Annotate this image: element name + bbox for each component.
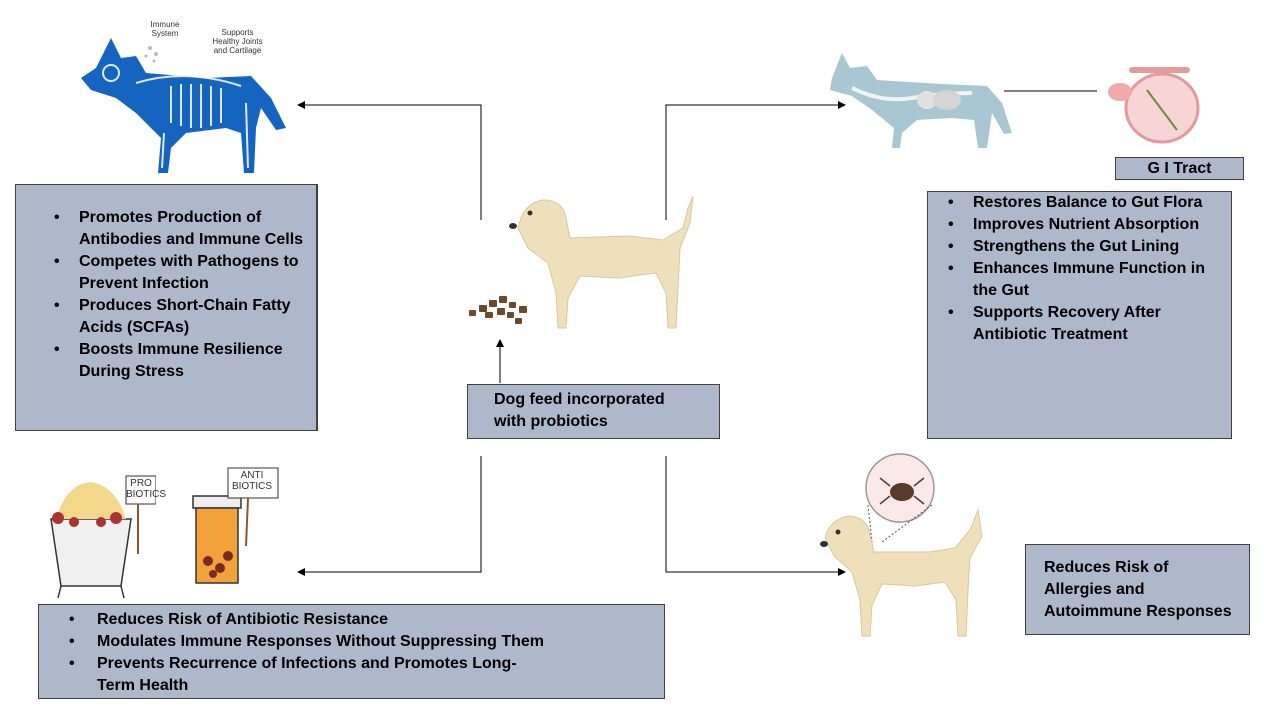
gi-tract-label: G I Tract [1115,157,1244,180]
center-text-line-2: with probiotics [494,413,608,430]
sign-probiotics: PRO BIOTICS [126,478,167,500]
skeleton-dog-illustration [81,38,286,173]
probiotics-cup-illustration [50,475,156,599]
list-item: Supports Recovery After Antibiotic Treat… [938,302,1221,346]
antibiotics-bottle-illustration [192,467,279,584]
antibiotic-resistance-box: Reduces Risk of Antibiotic Resistance Mo… [38,604,665,699]
immune-benefits-box: Promotes Production of Antibodies and Im… [15,184,318,431]
skeleton-label-joints: Supports Healthy Joints and Cartilage [212,28,263,55]
skeleton-label-immune: Immune System [150,20,180,38]
sign-antibiotics: ANTI BIOTICS [231,470,272,492]
allergy-benefits-box: Reduces Risk of Allergies and Autoimmune… [1025,544,1250,635]
arrow-to-immune [297,101,482,220]
list-item: Prevents Recurrence of Infections and Pr… [49,653,654,697]
arrow-to-gut [665,101,846,220]
gut-dog-illustration [830,53,1012,148]
list-item: Improves Nutrient Absorption [938,214,1221,236]
center-text-line-1: Dog feed incorporated [494,391,665,408]
list-item: Modulates Immune Responses Without Suppr… [49,631,654,653]
list-item: Enhances Immune Function in the Gut [938,258,1221,302]
list-item: Strengthens the Gut Lining [938,236,1221,258]
arrow-to-allergy [665,456,846,576]
list-item: Produces Short-Chain Fatty Acids (SCFAs) [44,295,304,339]
arrow-to-resistance [297,456,482,576]
list-item: Restores Balance to Gut Flora [938,192,1221,214]
list-item: Boosts Immune Resilience During Stress [44,339,304,383]
list-item: Competes with Pathogens to Prevent Infec… [44,251,304,295]
gut-benefits-box: Restores Balance to Gut Flora Improves N… [927,191,1232,439]
kibble-pile-illustration [469,296,527,324]
center-probiotic-feed-box: Dog feed incorporated with probiotics [467,384,720,439]
allergy-dog-illustration [820,453,983,637]
list-item: Reduces Risk of Antibiotic Resistance [49,609,654,631]
list-item: Promotes Production of Antibodies and Im… [44,207,304,251]
gi-tract-illustration [1108,67,1200,144]
center-dog-illustration [509,195,694,329]
